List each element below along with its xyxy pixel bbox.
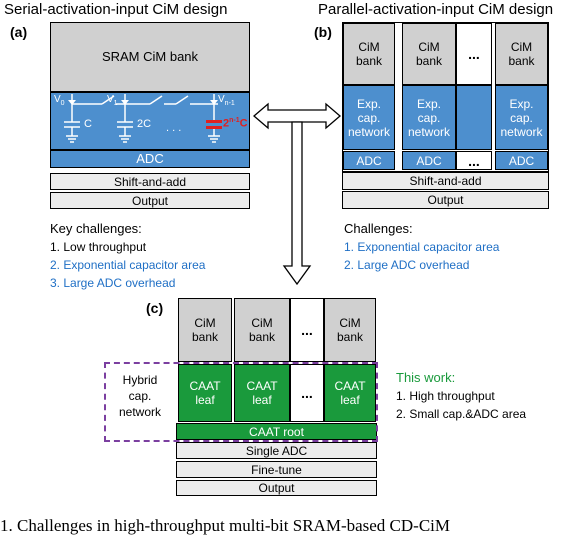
adc-a-label: ADC: [136, 151, 164, 166]
dots-c-leaf: ...: [290, 364, 324, 422]
caat-leaf-4: CAAT leaf: [324, 364, 376, 422]
adc-b4: ADC: [495, 151, 548, 170]
cim-bank-b4: CiM bank: [495, 23, 548, 85]
dots-b-adc: ...: [456, 151, 492, 170]
output-a-label: Output: [131, 193, 169, 208]
this-work-heading: This work:: [396, 370, 456, 385]
exp-cap-network-b2: Exp. cap. network: [402, 85, 456, 150]
v1-label: V1: [107, 94, 118, 107]
caat-root-label: CAAT root: [249, 424, 304, 439]
cim-bank-b1: CiM bank: [343, 23, 395, 85]
dots-c-bank: ...: [290, 298, 324, 362]
single-adc-label: Single ADC: [245, 443, 308, 458]
caat-leaf-2: CAAT leaf: [234, 364, 290, 422]
this-work-1: 1. High throughput: [396, 389, 495, 403]
shift-and-add-a: Shift-and-add: [50, 173, 250, 190]
challenge-b-1: 1. Exponential capacitor area: [344, 240, 500, 254]
shift-and-add-a-label: Shift-and-add: [113, 174, 187, 189]
hybrid-cap-network-region: [104, 362, 378, 442]
vn-label: Vn-1: [218, 94, 235, 107]
output-b-label: Output: [427, 193, 464, 207]
parallel-design-title: Parallel-activation-input CiM design: [318, 1, 554, 18]
panel-label-a: (a): [10, 24, 28, 40]
output-c: Output: [176, 480, 377, 496]
dots-b-exp: [456, 85, 492, 150]
fine-tune-label: Fine-tune: [251, 462, 302, 477]
cim-bank-b2: CiM bank: [402, 23, 456, 85]
exp-cap-network-b4: Exp. cap. network: [495, 85, 548, 150]
caat-leaf-1: CAAT leaf: [178, 364, 232, 422]
cap-dots: . . .: [166, 122, 182, 134]
cim-bank-c1: CiM bank: [178, 298, 232, 362]
key-challenge-3: 3. Large ADC overhead: [50, 276, 176, 290]
hybrid-cap-network-label: Hybrid cap. network: [118, 373, 162, 419]
figure-caption: 1. Challenges in high-throughput multi-b…: [0, 516, 451, 535]
panel-label-b: (b): [314, 24, 332, 40]
output-a: Output: [50, 192, 250, 209]
output-c-label: Output: [258, 481, 295, 495]
single-adc: Single ADC: [176, 442, 377, 459]
double-arrow-icon: [253, 102, 341, 130]
shift-and-add-b: Shift-and-add: [342, 172, 549, 190]
sram-cim-bank-label: SRAM CiM bank: [101, 49, 199, 64]
v0-label: V0: [54, 94, 65, 107]
key-challenge-2: 2. Exponential capacitor area: [50, 258, 206, 272]
adc-b1: ADC: [343, 151, 395, 170]
connector-arrows: [253, 102, 341, 286]
output-b: Output: [342, 191, 549, 209]
cap-2n1c-label: 2n-1C: [223, 117, 248, 130]
key-challenges-heading: Key challenges:: [50, 221, 142, 236]
capacitor-circuit: [64, 94, 222, 143]
challenges-b-heading: Challenges:: [344, 221, 413, 236]
dots-b-bank: ...: [456, 23, 492, 85]
adc-a: ADC: [50, 150, 250, 168]
sram-cim-bank: SRAM CiM bank: [50, 22, 250, 92]
panel-b-frame: [342, 22, 549, 172]
caat-root: CAAT root: [176, 423, 377, 440]
down-arrow-icon: [282, 121, 312, 286]
panel-label-c: (c): [146, 300, 164, 316]
key-challenge-1: 1. Low throughput: [50, 240, 147, 254]
cim-bank-c2: CiM bank: [234, 298, 290, 362]
adc-b2: ADC: [402, 151, 456, 170]
serial-design-title: Serial-activation-input CiM design: [4, 1, 228, 18]
exp-cap-network-b1: Exp. cap. network: [343, 85, 395, 150]
this-work-2: 2. Small cap.&ADC area: [396, 407, 527, 421]
cim-bank-c4: CiM bank: [324, 298, 376, 362]
cap-2c-label: 2C: [137, 118, 152, 130]
challenge-b-2: 2. Large ADC overhead: [344, 258, 470, 272]
cap-c-label: C: [84, 118, 92, 130]
fine-tune: Fine-tune: [176, 461, 377, 478]
shift-and-add-b-label: Shift-and-add: [409, 174, 482, 188]
